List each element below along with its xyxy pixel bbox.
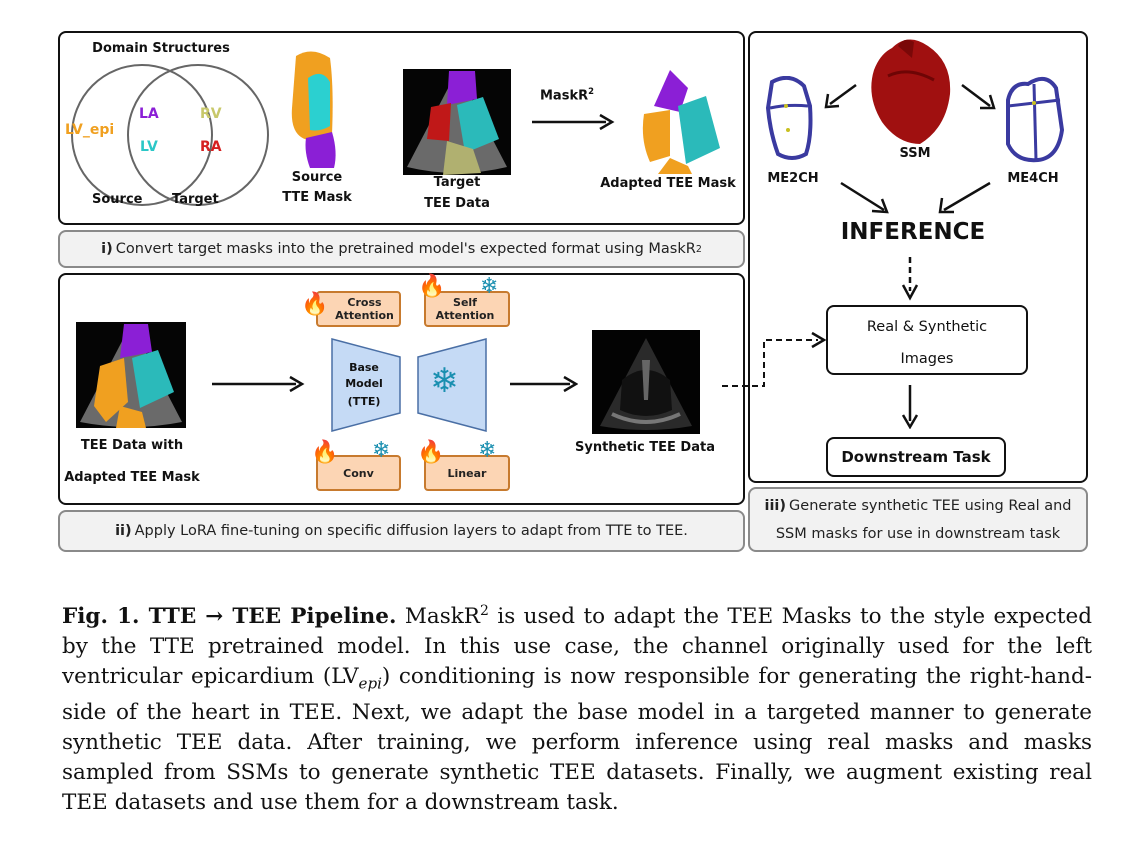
caption-part-2: is used to adapt the TEE Masks to the st… (62, 604, 1092, 690)
tee-with-mask-image (76, 322, 186, 428)
base-model-label-2: Model (345, 377, 383, 390)
caption-iii: iii)Generate synthetic TEE using Real an… (748, 487, 1088, 552)
caption-ii-text: Apply LoRA fine-tuning on specific diffu… (134, 523, 688, 539)
caption-sup: 2 (479, 603, 489, 619)
self-attention-box: Self Attention (424, 291, 510, 327)
caption-iii-text-1: Generate synthetic TEE using Real and (789, 497, 1072, 514)
downstream-task-box: Downstream Task (826, 437, 1006, 477)
real-synthetic-label-1: Real & Synthetic (866, 319, 988, 335)
fire-icon: 🔥 (418, 274, 446, 299)
encoder-shape (331, 338, 401, 432)
lv-epi-label: LV_epi (65, 122, 115, 138)
arrow-ssm-to-me2ch (824, 83, 857, 109)
synthetic-tee-label: Synthetic TEE Data (575, 440, 715, 455)
caption-ii-num: ii) (115, 523, 132, 539)
adapted-tee-mask-label: Adapted TEE Mask (600, 176, 736, 191)
source-circle (71, 64, 213, 206)
real-synthetic-images-box: Real & Synthetic Images (826, 305, 1028, 375)
me4ch-label: ME4CH (1007, 171, 1059, 186)
panel-i (58, 31, 745, 225)
caption-i-num: i) (101, 241, 113, 257)
conv-box: Conv (316, 455, 401, 491)
target-tee-label-1: Target (433, 175, 481, 190)
caption-iii-line1: iii)Generate synthetic TEE using Real an… (764, 492, 1071, 520)
heart-model-icon (871, 39, 951, 144)
synthetic-tee-image (592, 330, 700, 434)
mask-r2-sup: 2 (588, 86, 594, 96)
base-model-label-1: Base (349, 361, 379, 374)
venn-diagram (71, 64, 269, 206)
ra-label: RA (200, 139, 222, 155)
arrow-me4ch-to-inference (938, 181, 991, 214)
adapted-tee-mask-image (642, 70, 720, 174)
target-tee-image (403, 69, 511, 175)
inference-label: INFERENCE (840, 219, 986, 245)
base-model-shapes (331, 338, 487, 432)
base-model-label-3: (TTE) (347, 395, 381, 408)
caption-part-3: ) conditioning is now responsible for ge… (62, 664, 1092, 816)
venn-source-label: Source (92, 192, 143, 207)
arrow-to-synthetic (510, 375, 578, 393)
venn-title: Domain Structures (92, 41, 230, 56)
caption-iii-num: iii) (764, 497, 787, 514)
real-synthetic-label-2: Images (900, 351, 954, 367)
snowflake-icon: ❄ (372, 438, 391, 463)
caption-i-sup: 2 (695, 243, 702, 255)
source-tte-mask-label-1: Source (291, 170, 343, 185)
arrow-me2ch-to-inference (840, 181, 889, 214)
caption-i-text: Convert target masks into the pretrained… (115, 241, 696, 257)
figure-caption: Fig. 1. TTE → TEE Pipeline. MaskR2 is us… (62, 596, 1092, 818)
snowflake-icon: ❄ (430, 361, 459, 401)
cross-attention-box: Cross Attention (316, 291, 401, 327)
me2ch-label: ME2CH (767, 171, 819, 186)
caption-i: i) Convert target masks into the pretrai… (58, 230, 745, 268)
la-label: LA (139, 106, 159, 122)
arrow-images-to-downstream (901, 385, 919, 429)
target-tee-label-2: TEE Data (424, 196, 490, 211)
lv-label: LV (140, 139, 158, 155)
linear-box: Linear (424, 455, 510, 491)
caption-iii-line2: SSM masks for use in downstream task (775, 525, 1061, 542)
me4ch-mask-image (1006, 76, 1065, 163)
arrow-to-model (212, 375, 305, 393)
decoder-shape (417, 338, 487, 432)
me2ch-mask-image (765, 76, 813, 160)
mask-r2-arrow (532, 113, 615, 131)
dashed-connector (722, 331, 827, 387)
rv-label: RV (200, 106, 222, 122)
source-tte-mask-label-2: TTE Mask (282, 190, 352, 205)
caption-ii: ii) Apply LoRA fine-tuning on specific d… (58, 510, 745, 552)
figure-label: Fig. 1. TTE → TEE Pipeline. (62, 604, 397, 630)
arrow-inference-to-images (901, 257, 919, 301)
mask-r2-label: MaskR2 (540, 86, 594, 103)
snowflake-icon: ❄ (480, 274, 499, 299)
fire-icon: 🔥 (311, 440, 339, 465)
caption-sub: epi (358, 674, 382, 693)
tee-data-label-1: TEE Data with (80, 438, 184, 453)
source-tte-mask-image (291, 51, 336, 168)
snowflake-icon: ❄ (478, 438, 497, 463)
arrow-ssm-to-me4ch (961, 84, 996, 110)
mask-r2-text: MaskR (540, 88, 589, 104)
fire-icon: 🔥 (301, 292, 329, 317)
tee-data-label-2: Adapted TEE Mask (64, 470, 200, 485)
fire-icon: 🔥 (417, 440, 445, 465)
venn-target-label: Target (172, 192, 219, 207)
ssm-label: SSM (899, 146, 931, 161)
caption-part-1: MaskR (396, 604, 480, 630)
target-circle (127, 64, 269, 206)
